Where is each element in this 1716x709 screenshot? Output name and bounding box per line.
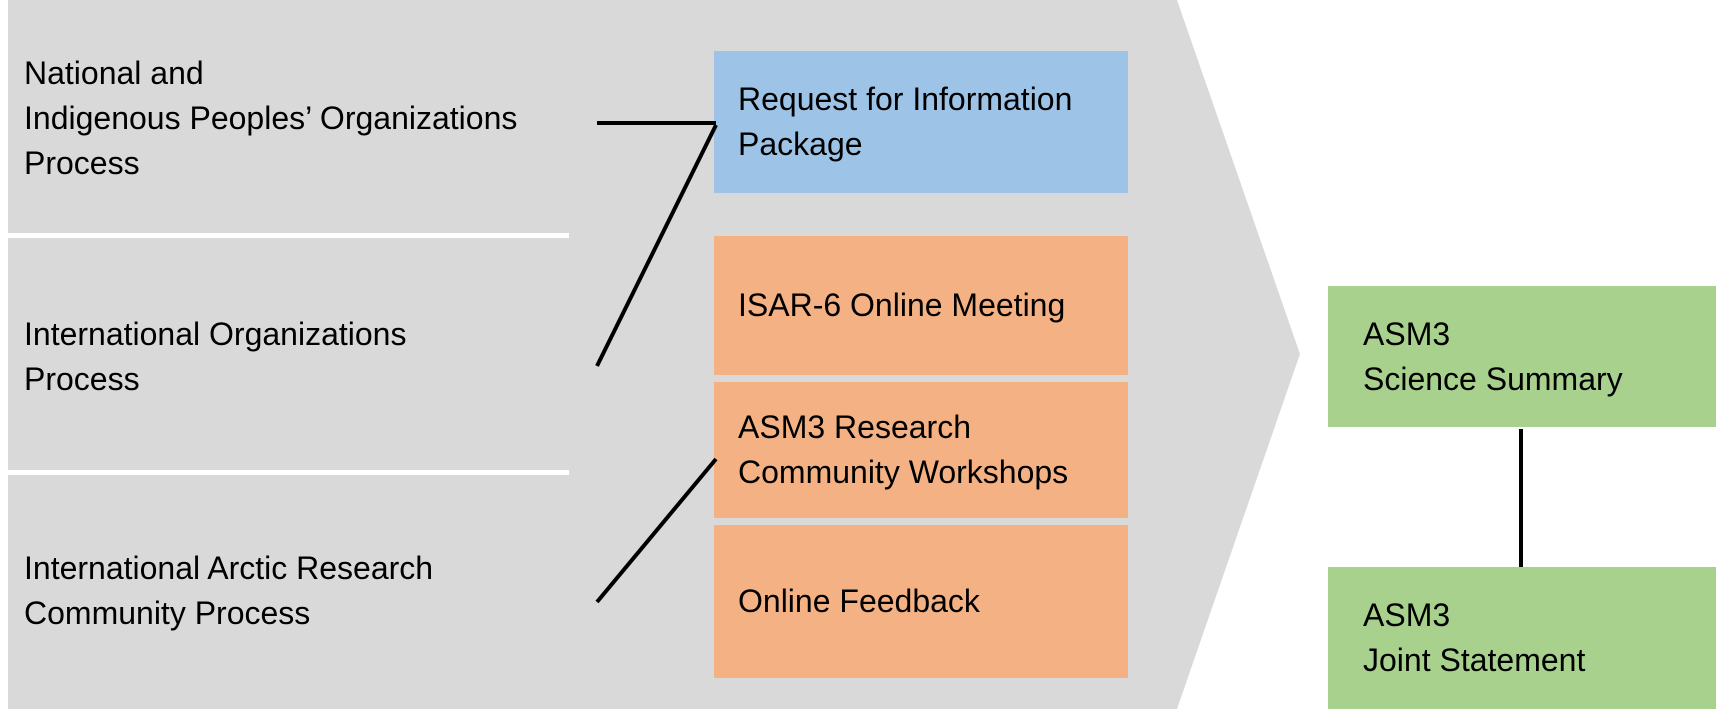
connector-arctic-to-workshops	[595, 457, 718, 604]
input-box-request-for-information: Request for Information Package	[714, 51, 1128, 193]
separator-2	[8, 470, 569, 475]
input-box-isar6-meeting: ISAR-6 Online Meeting	[714, 236, 1128, 375]
input-label: Request for Information Package	[738, 81, 1073, 162]
output-label: ASM3 Joint Statement	[1363, 597, 1586, 678]
process-label-international-orgs: International Organizations Process	[24, 316, 407, 397]
output-label: ASM3 Science Summary	[1363, 315, 1623, 397]
input-label: ASM3 Research Community Workshops	[738, 409, 1069, 490]
process-label-arctic-research: International Arctic Research Community …	[24, 550, 434, 631]
output-box-science-summary: ASM3 Science Summary	[1328, 286, 1716, 427]
input-box-online-feedback: Online Feedback	[714, 525, 1128, 678]
input-box-research-workshops: ASM3 Research Community Workshops	[714, 382, 1128, 518]
connector-intl-orgs-to-request	[595, 124, 718, 367]
input-label: Online Feedback	[738, 583, 980, 619]
output-box-joint-statement: ASM3 Joint Statement	[1328, 567, 1716, 709]
input-label: ISAR-6 Online Meeting	[738, 287, 1066, 323]
process-label-national-indigenous: National and Indigenous Peoples’ Organiz…	[24, 55, 518, 181]
separator-1	[8, 233, 569, 238]
